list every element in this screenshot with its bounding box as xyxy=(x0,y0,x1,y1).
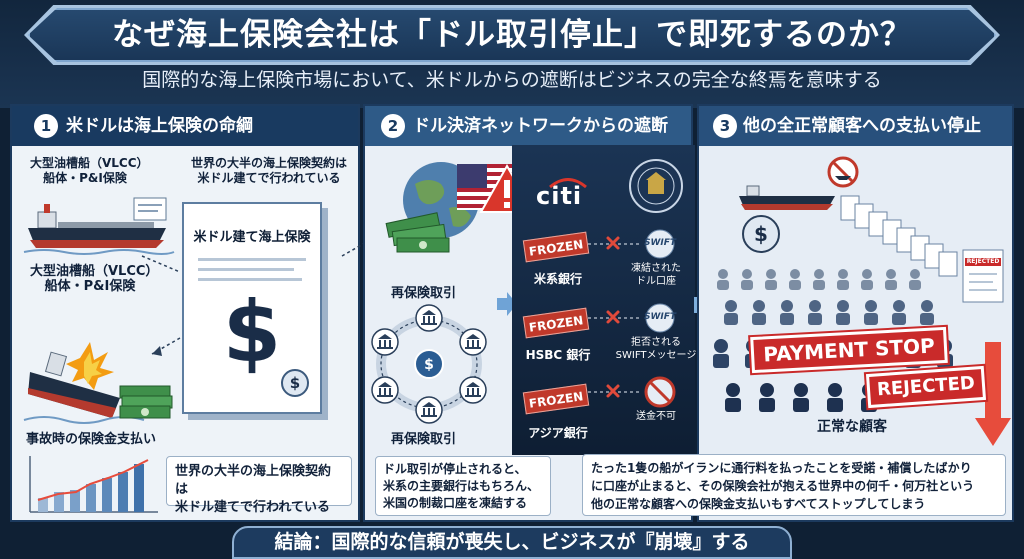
citi-arc-icon xyxy=(549,178,587,189)
blocked-links xyxy=(588,229,676,408)
contracts-note: 世界の大半の海上保険契約は 米ドル建てで行われている xyxy=(184,156,354,186)
document-title: 米ドル建て海上保険 xyxy=(193,230,311,245)
person-icon xyxy=(717,269,921,290)
panel-payment-stop: 他の全正常顧客への支払い停止 3 REJECTED xyxy=(697,104,1014,522)
bank-label-hsbc: HSBC 銀行 xyxy=(525,348,591,362)
panel-2-title: ドル決済ネットワークからの遮断 xyxy=(413,116,668,136)
panel-2-callout: ドル取引が停止されると、 米系の主要銀行はもちろん、 米国の制裁口座を凍結する xyxy=(375,456,551,516)
swift-text-1: SWIFT xyxy=(643,238,677,248)
ship-mid-label-line1: 大型油槽船（VLCC） xyxy=(30,264,159,279)
title-banner xyxy=(28,8,996,62)
dollar-coin-icon: $ xyxy=(742,215,780,253)
page-subtitle: 国際的な海上保険市場において、米ドルからの遮断はビジネスの完全な終焉を意味する xyxy=(142,69,882,91)
swift-note-frozen: 凍結された ドル口座 xyxy=(614,262,698,288)
panel-2-header: ドル決済ネットワークからの遮断 xyxy=(365,106,691,146)
usd-contract-document: 米ドル建て海上保険 $ $ xyxy=(182,202,322,414)
swift-note-frozen-line1: 凍結された xyxy=(631,263,681,274)
ship-top-label: 大型油槽船（VLCC） 船体・P&I保険 xyxy=(30,156,149,186)
swift-note-no-transfer: 送金不可 xyxy=(614,410,698,423)
panel-3-header: 他の全正常顧客への支払い停止 xyxy=(699,106,1012,146)
treasury-seal-icon xyxy=(629,159,683,213)
accident-label: 事故時の保険金支払い xyxy=(26,432,157,447)
page-title: なぜ海上保険会社は「ドル取引停止」で即死するのか？ xyxy=(112,17,912,53)
citi-logo: citi xyxy=(536,182,583,210)
swift-note-rejected: 拒否される SWIFTメッセージ xyxy=(614,336,698,362)
panel-3-callout-line3: 他の正常な顧客への保険金支払いもすべてストップしてしまう xyxy=(591,497,926,511)
swift-note-rejected-line1: 拒否される xyxy=(631,337,681,348)
conclusion-banner: 結論：国際的な信頼が喪失し、ビジネスが『崩壊』する xyxy=(232,526,792,559)
panel-3-callout-line1: たった1隻の船がイランに通行料を払ったことを受諾・補償したばかり xyxy=(591,461,972,475)
panel-3-number: 3 xyxy=(713,114,737,138)
swift-text-2: SWIFT xyxy=(643,312,677,322)
doc-rejected-label: REJECTED xyxy=(966,258,1000,265)
swift-note-frozen-line2: ドル口座 xyxy=(636,276,676,287)
panel-3-title: 他の全正常顧客への支払い停止 xyxy=(743,116,981,136)
bank-label-us: 米系銀行 xyxy=(533,272,582,286)
panel-1-callout-line2: 米ドル建てで行われている xyxy=(175,500,330,515)
panel-1-number: 1 xyxy=(34,114,58,138)
oil-tanker-icon xyxy=(23,197,175,255)
down-arrow-icon xyxy=(975,342,1011,446)
panel-3-callout-line2: に口座が止まると、その保険会社が抱える世界中の何千・何万社という xyxy=(591,479,975,493)
document-line xyxy=(198,258,306,261)
panel-usd-lifeline: 米ドルは海上保険の命綱 1 大型油槽船（VLCC） 船体・P&I保険 世界の大半… xyxy=(10,104,371,522)
reinsurance-bottom-label: 再保険取引 xyxy=(391,432,457,447)
panel-1-callout: 世界の大半の海上保険契約は 米ドル建てで行われている xyxy=(166,456,352,515)
document-line xyxy=(198,268,294,271)
reinsurance-cycle-diagram: $ xyxy=(371,304,487,424)
document-line xyxy=(198,278,302,281)
swift-note-no-transfer-line1: 送金不可 xyxy=(636,411,676,422)
rejected-document-icon xyxy=(840,195,1004,303)
panel-2-callout-line3: 米国の制裁口座を凍結する xyxy=(383,496,528,510)
customers-label: 正常な顧客 xyxy=(817,419,887,435)
dollar-symbol: $ xyxy=(222,283,282,381)
ship-top-label-line2: 船体・P&I保険 xyxy=(43,171,127,185)
contracts-note-line1: 世界の大半の海上保険契約は xyxy=(190,156,347,170)
svg-text:$: $ xyxy=(290,374,300,392)
no-ship-icon xyxy=(739,156,859,210)
panel-3-callout: たった1隻の船がイランに通行料を払ったことを受諾・補償したばかり に口座が止まる… xyxy=(582,454,1006,516)
prohibited-icon xyxy=(644,376,676,408)
panel-1-title: 米ドルは海上保険の命綱 xyxy=(66,116,253,136)
panel-1-header: 米ドルは海上保険の命綱 xyxy=(12,106,358,146)
bar-chart-icon xyxy=(29,456,158,513)
money-stack-icon xyxy=(385,212,450,253)
svg-text:$: $ xyxy=(754,222,768,246)
dollar-coin-icon: $ xyxy=(281,369,309,397)
panel-1-callout-line1: 世界の大半の海上保険契約は xyxy=(175,464,332,497)
reinsurance-top-label: 再保険取引 xyxy=(391,286,457,301)
ship-top-label-line1: 大型油槽船（VLCC） xyxy=(30,156,149,170)
panel-2-number: 2 xyxy=(381,114,405,138)
accident-ship-icon xyxy=(23,342,173,424)
ship-mid-label: 大型油槽船（VLCC） 船体・P&I保険 xyxy=(30,264,159,294)
panel-2-callout-line1: ドル取引が停止されると、 xyxy=(383,462,527,476)
bank-label-asia: アジア銀行 xyxy=(528,426,588,440)
money-stack-icon xyxy=(119,385,173,419)
svg-text:$: $ xyxy=(424,357,434,373)
swift-globe-icon xyxy=(645,229,675,333)
contracts-note-line2: 米ドル建てで行われている xyxy=(197,171,341,185)
panel-2-callout-line2: 米系の主要銀行はもちろん、 xyxy=(383,479,540,493)
ship-mid-label-line2: 船体・P&I保険 xyxy=(44,279,136,294)
swift-note-rejected-line2: SWIFTメッセージ xyxy=(615,350,697,361)
